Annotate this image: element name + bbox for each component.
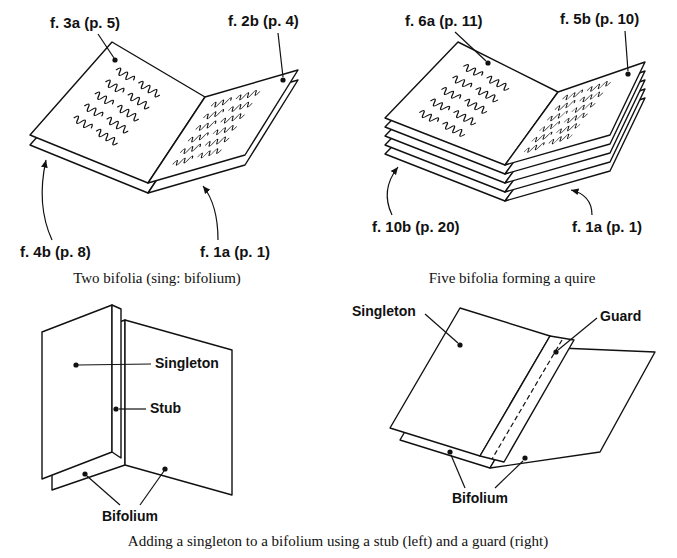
part-label: Guard bbox=[600, 308, 641, 324]
leader-dots bbox=[73, 362, 167, 476]
bifolium-sheet bbox=[385, 42, 645, 165]
part-label: Singleton bbox=[155, 355, 219, 371]
figure-caption: Two bifolia (sing: bifolium) bbox=[73, 270, 241, 287]
folio-label: f. 4b (p. 8) bbox=[20, 243, 91, 260]
guard-glue-line bbox=[492, 340, 562, 459]
writing bbox=[417, 64, 511, 137]
part-label: Bifolium bbox=[452, 490, 508, 506]
figure-caption: Adding a singleton to a bifolium using a… bbox=[128, 533, 548, 550]
leader-dots bbox=[447, 342, 558, 460]
leader-lines bbox=[425, 314, 597, 488]
part-label: Bifolium bbox=[102, 508, 158, 524]
part-label: Stub bbox=[150, 400, 181, 416]
figure-caption: Five bifolia forming a quire bbox=[429, 270, 596, 287]
writing bbox=[171, 89, 261, 167]
writing bbox=[523, 80, 613, 155]
folio-label: f. 1a (p. 1) bbox=[572, 218, 642, 235]
leader-lines bbox=[42, 33, 283, 240]
folio-label: f. 1a (p. 1) bbox=[200, 243, 270, 260]
leader-dots bbox=[485, 60, 630, 76]
leader-lines bbox=[78, 364, 164, 505]
leader-dots bbox=[112, 57, 285, 82]
folio-label: f. 6a (p. 11) bbox=[405, 12, 483, 29]
bifolium-sheet bbox=[30, 42, 298, 183]
writing bbox=[72, 67, 162, 146]
stub-figure bbox=[42, 305, 232, 495]
guard-figure bbox=[390, 308, 655, 468]
folio-label: f. 10b (p. 20) bbox=[372, 218, 460, 235]
part-label: Singleton bbox=[352, 303, 416, 319]
leader-lines bbox=[387, 31, 628, 215]
folio-label: f. 5b (p. 10) bbox=[560, 10, 639, 27]
folio-label: f. 2b (p. 4) bbox=[228, 12, 299, 29]
folio-label: f. 3a (p. 5) bbox=[50, 14, 120, 31]
